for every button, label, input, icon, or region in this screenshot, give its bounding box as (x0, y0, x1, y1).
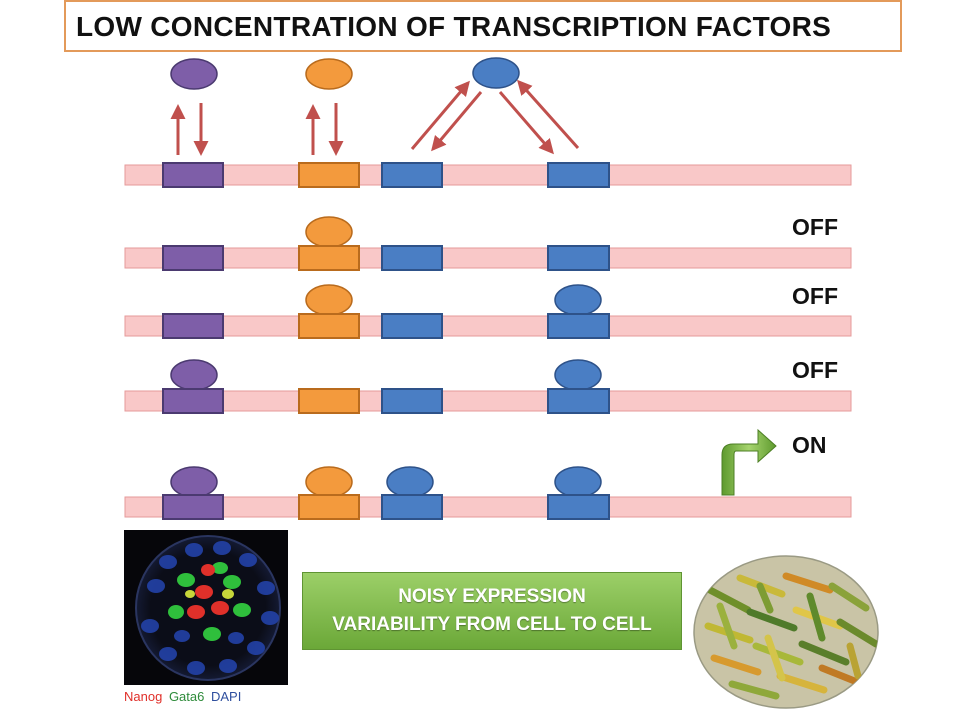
blue-factor-free (472, 57, 520, 89)
purple-binding-site (162, 162, 224, 188)
orange-factor-bound (305, 284, 353, 316)
orange-factor-bound (305, 466, 353, 498)
blue-binding-site (381, 388, 443, 414)
page-title: LOW CONCENTRATION OF TRANSCRIPTION FACTO… (76, 11, 832, 42)
state-label-off-3: OFF (792, 357, 838, 383)
micrograph-caption: Nanog Gata6 DAPI (124, 689, 244, 704)
purple-binding-site (162, 494, 224, 520)
transcription-start-arrow-icon (721, 428, 777, 496)
callout-line-1: NOISY EXPRESSION (398, 586, 586, 607)
dna-row-5 (124, 466, 852, 520)
bacteria-micrograph (690, 550, 886, 710)
dna-row-3 (124, 284, 852, 339)
purple-binding-site (162, 245, 224, 271)
callout-line-2: VARIABILITY FROM CELL TO CELL (332, 614, 652, 635)
noisy-expression-callout: NOISY EXPRESSION VARIABILITY FROM CELL T… (302, 572, 682, 650)
state-label-off-1: OFF (792, 214, 838, 240)
title-box: LOW CONCENTRATION OF TRANSCRIPTION FACTO… (64, 0, 902, 52)
blue-binding-site (381, 245, 443, 271)
binding-arrows (170, 79, 580, 156)
blue-factor-bound (386, 466, 434, 498)
dna-row-2 (124, 216, 852, 271)
blue-binding-site (547, 388, 610, 414)
caption-gata6: Gata6 (168, 689, 205, 704)
orange-binding-site (298, 245, 360, 271)
orange-binding-site (298, 313, 360, 339)
blue-binding-site (547, 313, 610, 339)
blue-factor-bound (554, 359, 602, 391)
blue-binding-site (547, 245, 610, 271)
blue-binding-site (547, 494, 610, 520)
blue-binding-site (381, 162, 443, 188)
purple-binding-site (162, 388, 224, 414)
purple-factor-bound (170, 466, 218, 498)
purple-factor-free (170, 58, 218, 90)
purple-factor-bound (170, 359, 218, 391)
caption-dapi: DAPI (210, 689, 242, 704)
blue-binding-site (381, 494, 443, 520)
orange-binding-site (298, 162, 360, 188)
blue-binding-site (381, 313, 443, 339)
state-label-on: ON (792, 432, 827, 458)
caption-nanog: Nanog (124, 689, 163, 704)
purple-binding-site (162, 313, 224, 339)
blue-factor-bound (554, 284, 602, 316)
orange-binding-site (298, 388, 360, 414)
orange-factor-bound (305, 216, 353, 248)
state-label-off-2: OFF (792, 283, 838, 309)
embryo-micrograph (124, 530, 288, 685)
dna-row-4 (124, 359, 852, 414)
orange-binding-site (298, 494, 360, 520)
orange-factor-free (305, 58, 353, 90)
dna-row-1 (124, 162, 852, 188)
blue-factor-bound (554, 466, 602, 498)
blue-binding-site (547, 162, 610, 188)
